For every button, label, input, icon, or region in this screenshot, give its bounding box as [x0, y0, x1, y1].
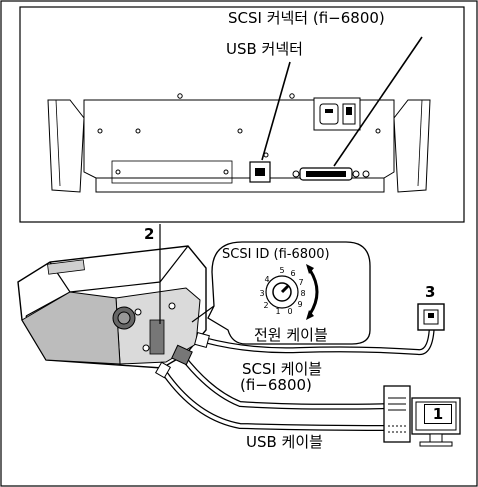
dial-digit-5: 5: [279, 266, 284, 275]
usb-cable-label: USB 케이블: [246, 433, 323, 451]
dial-digit-1: 1: [275, 307, 280, 316]
dial-digit-4: 4: [264, 275, 269, 284]
scsi-cable: [171, 344, 393, 410]
dial-digit-7: 7: [298, 278, 303, 287]
scsi-id-label: SCSI ID (fi-6800): [222, 247, 330, 262]
scsi-cable-label-line1: SCSI 케이블: [242, 360, 323, 378]
usb-cable: [154, 361, 389, 431]
usb-connector-leader: [261, 61, 291, 161]
dial-digit-8: 8: [300, 289, 305, 298]
wall-outlet: [417, 303, 445, 331]
scsi-cable-label-line2: (fi−6800): [240, 376, 312, 394]
dial-digit-6: 6: [290, 269, 295, 278]
dial-digit-3: 3: [259, 289, 264, 298]
usb-port: [249, 161, 271, 183]
scsi-connector-leader: [333, 36, 423, 167]
dial-digit-9: 9: [297, 300, 302, 309]
power-cable-label: 전원 케이블: [254, 326, 328, 344]
rotary-switch-dial: 5 6 7 8 9 0 1 2 3 4: [259, 264, 319, 320]
callout-number-2: 2: [144, 225, 155, 243]
scanner-illustration: [17, 245, 207, 369]
callout-number-1: 1: [424, 404, 452, 424]
scsi-port: [292, 167, 370, 181]
dial-digit-2: 2: [263, 301, 268, 310]
rear-view-inset: [19, 6, 465, 223]
callout-number-3: 3: [425, 283, 436, 301]
dial-digit-0: 0: [287, 307, 292, 316]
usb-connector-label: USB 커넥터: [226, 40, 303, 58]
power-cable: [194, 319, 435, 356]
scsi-connector-label: SCSI 커넥터 (fi−6800): [228, 9, 385, 27]
